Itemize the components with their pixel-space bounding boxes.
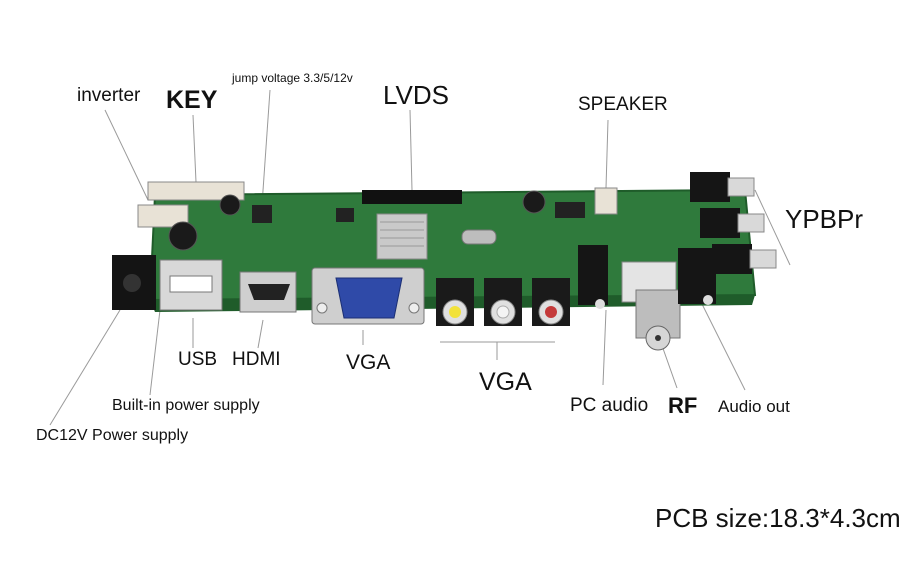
ic-chip <box>336 208 354 222</box>
ic-chip <box>555 202 585 218</box>
jumper-header <box>252 205 272 223</box>
pc-audio-label: PC audio <box>570 395 649 416</box>
pc-audio-jack <box>578 245 608 305</box>
usb-label: USB <box>178 349 218 370</box>
key-connector <box>147 181 245 201</box>
ypbpr-label: YPBPr <box>785 204 864 234</box>
capacitor <box>168 221 198 251</box>
dc12v-label: DC12V Power supply <box>36 427 189 444</box>
audio-out-label: Audio out <box>718 397 790 416</box>
speaker-label: SPEAKER <box>578 94 668 115</box>
capacitor <box>522 190 546 214</box>
crystal <box>461 229 497 245</box>
key-label: KEY <box>166 86 218 114</box>
rca-red <box>532 278 570 326</box>
jump-voltage-label: jump voltage 3.3/5/12v <box>232 71 353 85</box>
speaker-connector <box>594 187 618 215</box>
rf-label: RF <box>668 393 698 418</box>
pcb-size-label: PCB size:18.3*4.3cm <box>655 503 901 533</box>
lvds-label: LVDS <box>383 80 449 110</box>
inverter-connector <box>137 204 189 228</box>
vga-av-label: VGA <box>479 368 532 396</box>
lvds-header <box>362 190 462 204</box>
capacitor <box>219 194 241 216</box>
vga-port-label: VGA <box>346 351 391 374</box>
rca-white <box>484 278 522 326</box>
ypbpr-jacks <box>690 172 777 274</box>
rca-yellow <box>436 278 474 326</box>
audio-out-jack <box>678 248 716 304</box>
hdmi-label: HDMI <box>232 349 281 370</box>
builtin-power-label: Built-in power supply <box>112 397 260 414</box>
inverter-label: inverter <box>77 85 141 106</box>
leader-lines <box>49 89 791 426</box>
vga-port <box>335 277 403 319</box>
heatsink <box>376 213 428 260</box>
